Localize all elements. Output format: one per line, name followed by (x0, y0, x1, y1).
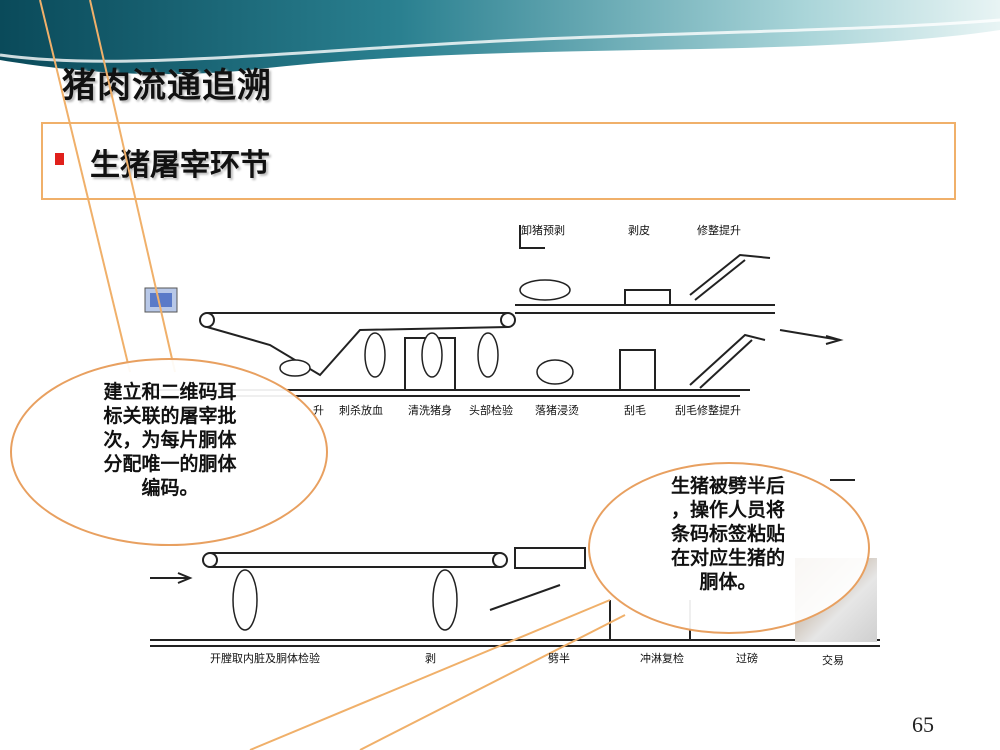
label-stick-bleed: 刺杀放血 (339, 404, 383, 417)
label-wash: 清洗猪身 (408, 404, 452, 417)
bullet-marker (55, 153, 64, 165)
callout-left-line: 分配唯一的胴体 (103, 453, 237, 475)
label-scald: 落猪浸烫 (535, 404, 579, 417)
header-swoosh (0, 0, 1000, 75)
label-row1-partial: 升 (313, 404, 324, 417)
label-rinse-recheck: 冲淋复检 (640, 652, 684, 665)
bullet-box (41, 122, 956, 200)
callout-right-line: 生猪被劈半后 (670, 475, 785, 497)
callout-right-text: 生猪被劈半后 ，操作人员将 条码标签粘贴 在对应生猪的 胴体。 (630, 474, 826, 594)
label-trade: 交易 (822, 654, 844, 667)
label-unload-prepeel: 卸猪预剥 (521, 224, 565, 237)
callout-right-line: 条码标签粘贴 (670, 523, 785, 545)
label-evisceration: 开膛取内脏及胴体检验 (210, 652, 320, 665)
label-row2-partial: 剥 (425, 652, 436, 665)
callout-right-line: 胴体。 (699, 571, 757, 593)
label-peel: 剥皮 (628, 224, 650, 237)
callout-left-line: 建立和二维码耳 (103, 381, 237, 403)
label-split: 劈半 (548, 652, 570, 665)
callout-left-text: 建立和二维码耳 标关联的屠宰批 次，为每片胴体 分配唯一的胴体 编码。 (55, 380, 285, 500)
callout-right-line: ，操作人员将 (670, 499, 785, 521)
label-weigh: 过磅 (736, 652, 758, 665)
label-dehair-trim-lift: 刮毛修整提升 (675, 404, 741, 417)
page-title: 猪肉流通追溯 (62, 66, 272, 106)
label-dehair: 刮毛 (624, 404, 646, 417)
page-number: 65 (912, 712, 934, 737)
callout-left-line: 编码。 (141, 477, 199, 499)
label-head-inspect: 头部检验 (469, 404, 513, 417)
callout-left-line: 次，为每片胴体 (103, 429, 237, 451)
callout-right-line: 在对应生猪的 (670, 547, 785, 569)
label-trim-lift: 修整提升 (697, 224, 741, 237)
callout-left-line: 标关联的屠宰批 (103, 405, 237, 427)
callout-right (588, 462, 870, 634)
bullet-text: 生猪屠宰环节 (90, 148, 270, 183)
callout-left (10, 358, 328, 546)
